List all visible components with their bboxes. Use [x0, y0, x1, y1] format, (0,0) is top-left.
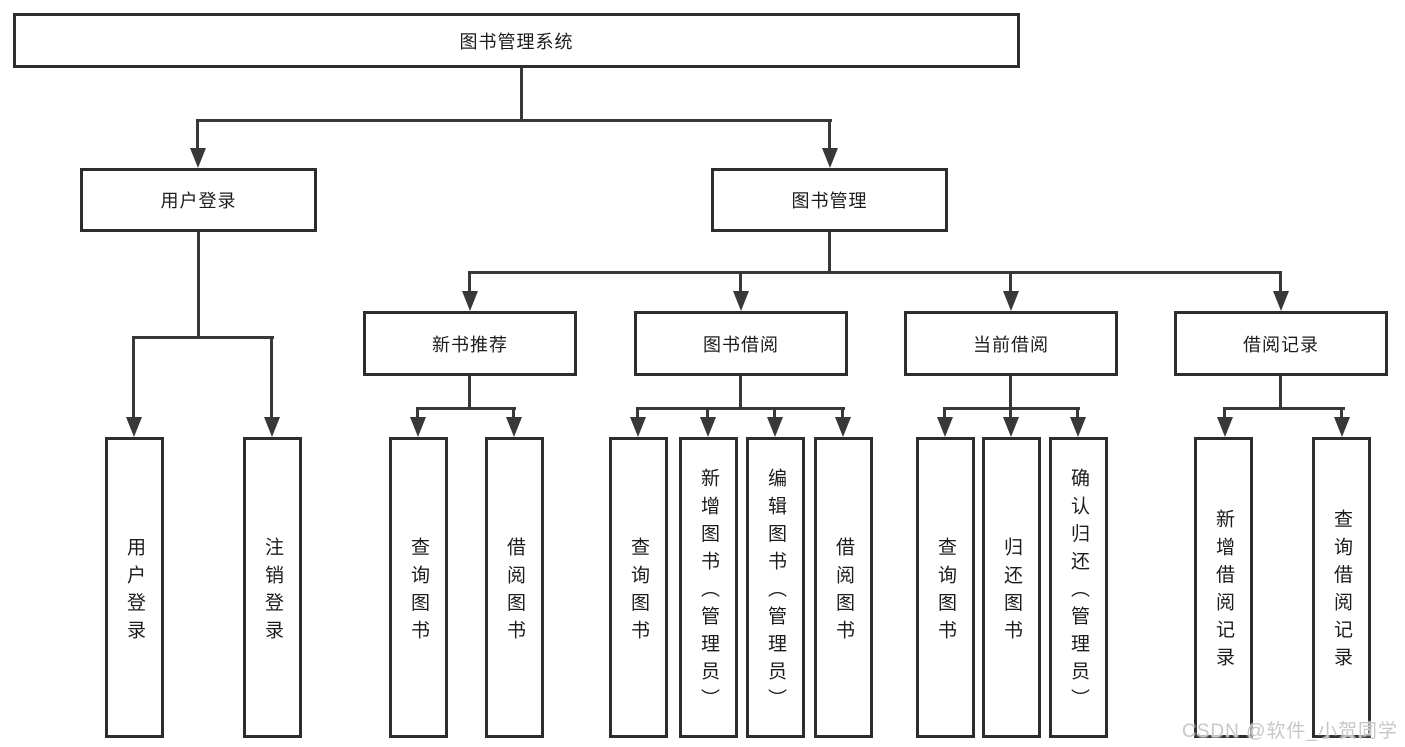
leaf-label: 查询图书 [935, 536, 956, 647]
connector-line [636, 407, 845, 410]
connector-line [841, 407, 844, 418]
connector-line [468, 271, 1282, 274]
connector-line [416, 407, 516, 410]
connector-line [520, 68, 523, 120]
connector-line [1340, 407, 1343, 418]
leaf-query-borrow-record: 查询借阅记录 [1312, 437, 1371, 738]
leaf-label: 编辑图书（管理员） [765, 467, 786, 716]
leaf-add-books-admin: 新增图书（管理员） [679, 437, 738, 738]
node-new-book-recommend: 新书推荐 [363, 311, 577, 376]
leaf-label: 查询借阅记录 [1331, 509, 1352, 675]
arrow-down-icon [190, 148, 206, 168]
node-label: 图书借阅 [703, 334, 779, 355]
leaf-borrow-books-recommend: 借阅图书 [485, 437, 544, 738]
leaf-label: 新增图书（管理员） [698, 467, 719, 716]
connector-line [636, 407, 639, 418]
arrow-down-icon [1334, 417, 1350, 437]
node-current-borrowing: 当前借阅 [904, 311, 1118, 376]
arrow-down-icon [630, 417, 646, 437]
root-label: 图书管理系统 [459, 31, 574, 52]
connector-line [468, 376, 471, 408]
arrow-down-icon [1003, 291, 1019, 311]
connector-line [1009, 271, 1012, 292]
leaf-user-login: 用户登录 [105, 437, 164, 738]
arrow-down-icon [835, 417, 851, 437]
leaf-label: 查询图书 [628, 536, 649, 647]
connector-line [196, 119, 832, 122]
connector-line [1009, 376, 1012, 408]
leaf-query-books-current: 查询图书 [916, 437, 975, 738]
leaf-label: 借阅图书 [833, 536, 854, 647]
arrow-down-icon [822, 148, 838, 168]
connector-line [739, 271, 742, 292]
connector-line [1009, 407, 1012, 418]
arrow-down-icon [1070, 417, 1086, 437]
leaf-query-books-borrowing: 查询图书 [609, 437, 668, 738]
connector-line [739, 376, 742, 408]
node-label: 图书管理 [791, 191, 868, 211]
connector-line [706, 407, 709, 418]
leaf-edit-books-admin: 编辑图书（管理员） [746, 437, 805, 738]
leaf-label: 用户登录 [124, 536, 145, 647]
arrow-down-icon [733, 291, 749, 311]
node-borrow-records: 借阅记录 [1174, 311, 1388, 376]
leaf-label: 归还图书 [1001, 536, 1022, 647]
connector-line [132, 336, 135, 418]
connector-line [943, 407, 946, 418]
arrow-down-icon [767, 417, 783, 437]
node-user-login: 用户登录 [80, 168, 317, 232]
connector-line [828, 119, 831, 149]
leaf-label: 借阅图书 [504, 536, 525, 647]
arrow-down-icon [1273, 291, 1289, 311]
arrow-down-icon [126, 417, 142, 437]
arrow-down-icon [462, 291, 478, 311]
leaf-confirm-return-admin: 确认归还（管理员） [1049, 437, 1108, 738]
connector-line [1279, 271, 1282, 292]
arrow-down-icon [937, 417, 953, 437]
connector-line [1223, 407, 1345, 410]
connector-line [1279, 376, 1282, 408]
arrow-down-icon [1217, 417, 1233, 437]
node-book-management: 图书管理 [711, 168, 948, 232]
arrow-down-icon [1003, 417, 1019, 437]
leaf-borrow-books-borrowing: 借阅图书 [814, 437, 873, 738]
connector-line [828, 232, 831, 272]
leaf-label: 确认归还（管理员） [1068, 467, 1089, 716]
connector-line [773, 407, 776, 418]
connector-line [1223, 407, 1226, 418]
connector-line [468, 271, 471, 292]
leaf-label: 查询图书 [408, 536, 429, 647]
connector-line [270, 336, 273, 418]
connector-line [416, 407, 419, 418]
arrow-down-icon [506, 417, 522, 437]
arrow-down-icon [700, 417, 716, 437]
node-label: 借阅记录 [1243, 334, 1319, 355]
leaf-logout-login: 注销登录 [243, 437, 302, 738]
connector-line [512, 407, 515, 418]
connector-line [196, 119, 199, 149]
arrow-down-icon [410, 417, 426, 437]
node-label: 新书推荐 [432, 334, 508, 355]
csdn-watermark: CSDN @软件_小贺同学 [1182, 721, 1398, 742]
arrow-down-icon [264, 417, 280, 437]
connector-line [132, 336, 274, 339]
leaf-add-borrow-record: 新增借阅记录 [1194, 437, 1253, 738]
root-box-library-system: 图书管理系统 [13, 13, 1020, 68]
node-label: 用户登录 [160, 191, 237, 211]
node-label: 当前借阅 [973, 334, 1049, 355]
leaf-label: 新增借阅记录 [1213, 509, 1234, 675]
leaf-return-books: 归还图书 [982, 437, 1041, 738]
leaf-label: 注销登录 [262, 536, 283, 647]
node-book-borrowing: 图书借阅 [634, 311, 848, 376]
connector-line [197, 232, 200, 337]
connector-line [1076, 407, 1079, 418]
leaf-query-books-recommend: 查询图书 [389, 437, 448, 738]
